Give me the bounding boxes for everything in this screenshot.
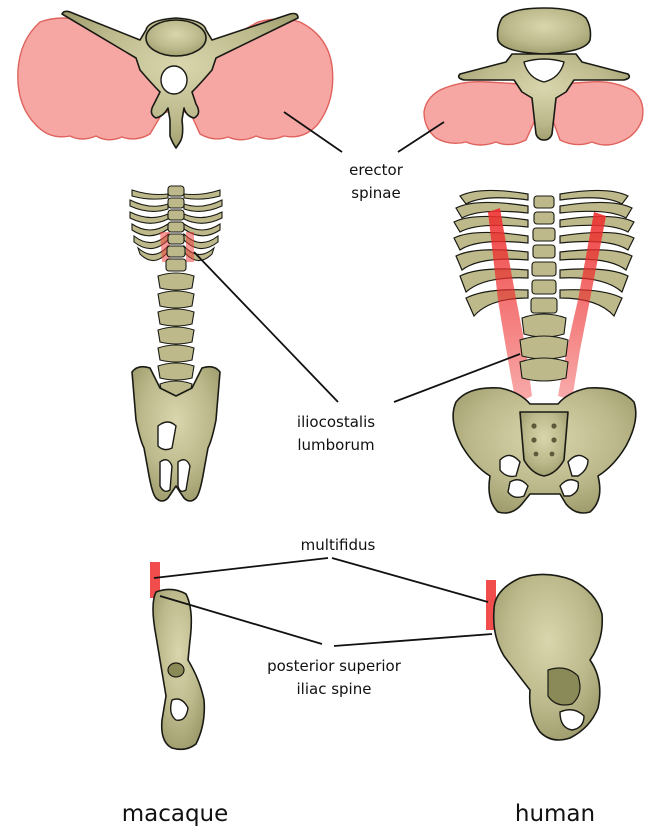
macaque-spine [130, 186, 222, 501]
multifidus-leader-left [154, 558, 328, 578]
erector-spinae-label-line2: spinae [351, 184, 400, 202]
macaque-ilium [150, 562, 204, 749]
iliocostalis-label-line2: lumborum [297, 436, 374, 454]
macaque-column-label: macaque [122, 801, 229, 827]
multifidus-leader-right [332, 558, 488, 602]
psis-label-line2: iliac spine [297, 680, 372, 698]
human-ilium [486, 574, 602, 740]
human-column-label: human [515, 801, 595, 827]
erector-spinae-label-line1: erector [349, 161, 404, 179]
psis-leader-right [334, 634, 492, 646]
psis-label-line1: posterior superior [267, 657, 402, 675]
multifidus-label: multifidus [301, 536, 376, 554]
human-spine [453, 190, 636, 513]
iliocostalis-label-line1: iliocostalis [297, 413, 375, 431]
